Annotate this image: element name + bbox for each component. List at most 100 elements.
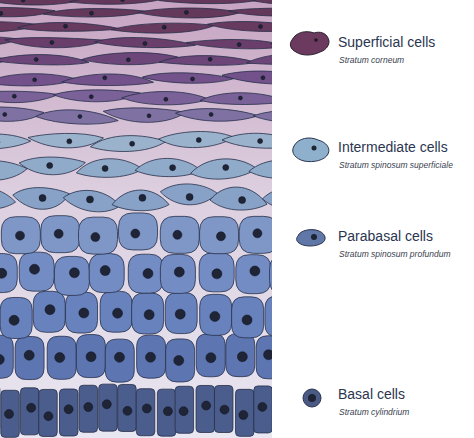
epithelial-cell — [226, 334, 255, 377]
nucleus — [29, 264, 39, 274]
epithelial-cell — [119, 213, 158, 250]
epithelial-cell — [142, 73, 234, 83]
epithelial-cell — [0, 254, 17, 293]
nucleus — [27, 403, 36, 412]
nucleus — [102, 165, 108, 171]
epithelial-cell — [1, 217, 40, 254]
cell-body — [196, 334, 225, 377]
nucleus — [143, 42, 147, 46]
cell-body — [256, 336, 272, 379]
nucleus — [78, 114, 82, 118]
cell-body — [0, 74, 77, 86]
cell-body — [232, 297, 264, 338]
cell-body — [207, 22, 272, 32]
cell-body — [62, 74, 154, 86]
epithelial-cell — [13, 188, 70, 210]
nucleus — [50, 40, 54, 44]
nucleus — [12, 94, 16, 98]
epithelial-cell — [111, 23, 214, 33]
nucleus — [86, 196, 93, 203]
nucleus — [84, 403, 93, 412]
nucleus — [170, 165, 176, 171]
nucleus — [191, 77, 195, 81]
intermediate-cell-icon — [293, 138, 329, 162]
epithelial-cell — [15, 337, 44, 380]
nucleus — [0, 268, 7, 278]
cell-body — [157, 389, 176, 436]
nucleus — [196, 138, 201, 143]
epithelial-cell — [69, 0, 172, 4]
nucleus — [121, 0, 125, 2]
epithelial-cell — [0, 335, 13, 378]
epithelial-cell — [200, 294, 232, 335]
epithelial-cell — [196, 334, 225, 377]
epithelial-cell — [63, 190, 120, 211]
nucleus — [64, 24, 68, 28]
cell-body — [19, 157, 85, 175]
nucleus — [131, 229, 140, 238]
epithelial-cell — [1, 390, 20, 437]
nucleus — [145, 352, 155, 362]
epithelial-cell — [99, 384, 118, 431]
cell-body — [0, 187, 16, 209]
epithelial-cell — [0, 55, 89, 65]
epithelial-cell — [66, 292, 98, 333]
epithelial-cell — [62, 74, 154, 86]
nucleus — [239, 410, 248, 419]
nucleus — [5, 409, 14, 418]
nucleus — [206, 353, 216, 363]
cell-body — [128, 254, 163, 293]
cell-body — [271, 37, 272, 47]
nucleus — [103, 76, 107, 80]
nucleus — [216, 232, 225, 241]
epithelial-cell — [270, 255, 272, 294]
cell-body — [160, 254, 195, 293]
nucleus — [64, 405, 73, 414]
epithelial-cell — [160, 216, 199, 253]
cell-body — [122, 92, 209, 105]
epithelial-cell — [254, 386, 272, 433]
epithelial-cell — [39, 389, 58, 436]
nucleus — [54, 229, 63, 238]
nucleus — [102, 400, 111, 409]
nucleus — [259, 25, 263, 29]
nucleus — [264, 350, 272, 360]
nucleus — [261, 76, 265, 80]
cell-body — [59, 389, 78, 436]
epithelial-cell — [118, 384, 137, 431]
cell-body — [270, 255, 272, 294]
nucleus — [174, 267, 184, 277]
nucleus — [0, 355, 4, 365]
cell-body — [79, 385, 98, 432]
epithelial-cell — [41, 216, 80, 253]
cell-body — [47, 336, 76, 379]
epithelial-cell — [228, 8, 272, 16]
cell-body — [54, 256, 89, 295]
epithelial-cell — [271, 37, 272, 47]
epithelial-cell — [112, 190, 169, 211]
nucleus — [212, 269, 222, 279]
cell-body — [159, 56, 255, 66]
nucleus — [144, 310, 154, 320]
nucleus — [86, 352, 96, 362]
cell-body — [43, 9, 146, 17]
epithelial-cell — [222, 71, 272, 84]
cell-body — [137, 335, 166, 378]
epithelial-cell — [265, 296, 272, 337]
cell-body — [222, 133, 272, 148]
cell-body — [99, 384, 118, 431]
epithelial-cell — [103, 108, 186, 122]
cell-body — [166, 339, 195, 382]
nucleus — [69, 268, 79, 278]
cell-body — [175, 109, 258, 122]
cell-body — [200, 294, 232, 335]
nucleus — [24, 350, 34, 360]
nucleus — [147, 114, 151, 118]
cell-body — [76, 159, 142, 178]
tissue-ground — [0, 0, 272, 438]
cell-body — [226, 334, 255, 377]
cell-body — [142, 73, 234, 83]
epithelial-cell — [200, 217, 239, 254]
nucleus — [253, 229, 262, 238]
cell-body — [159, 0, 262, 4]
